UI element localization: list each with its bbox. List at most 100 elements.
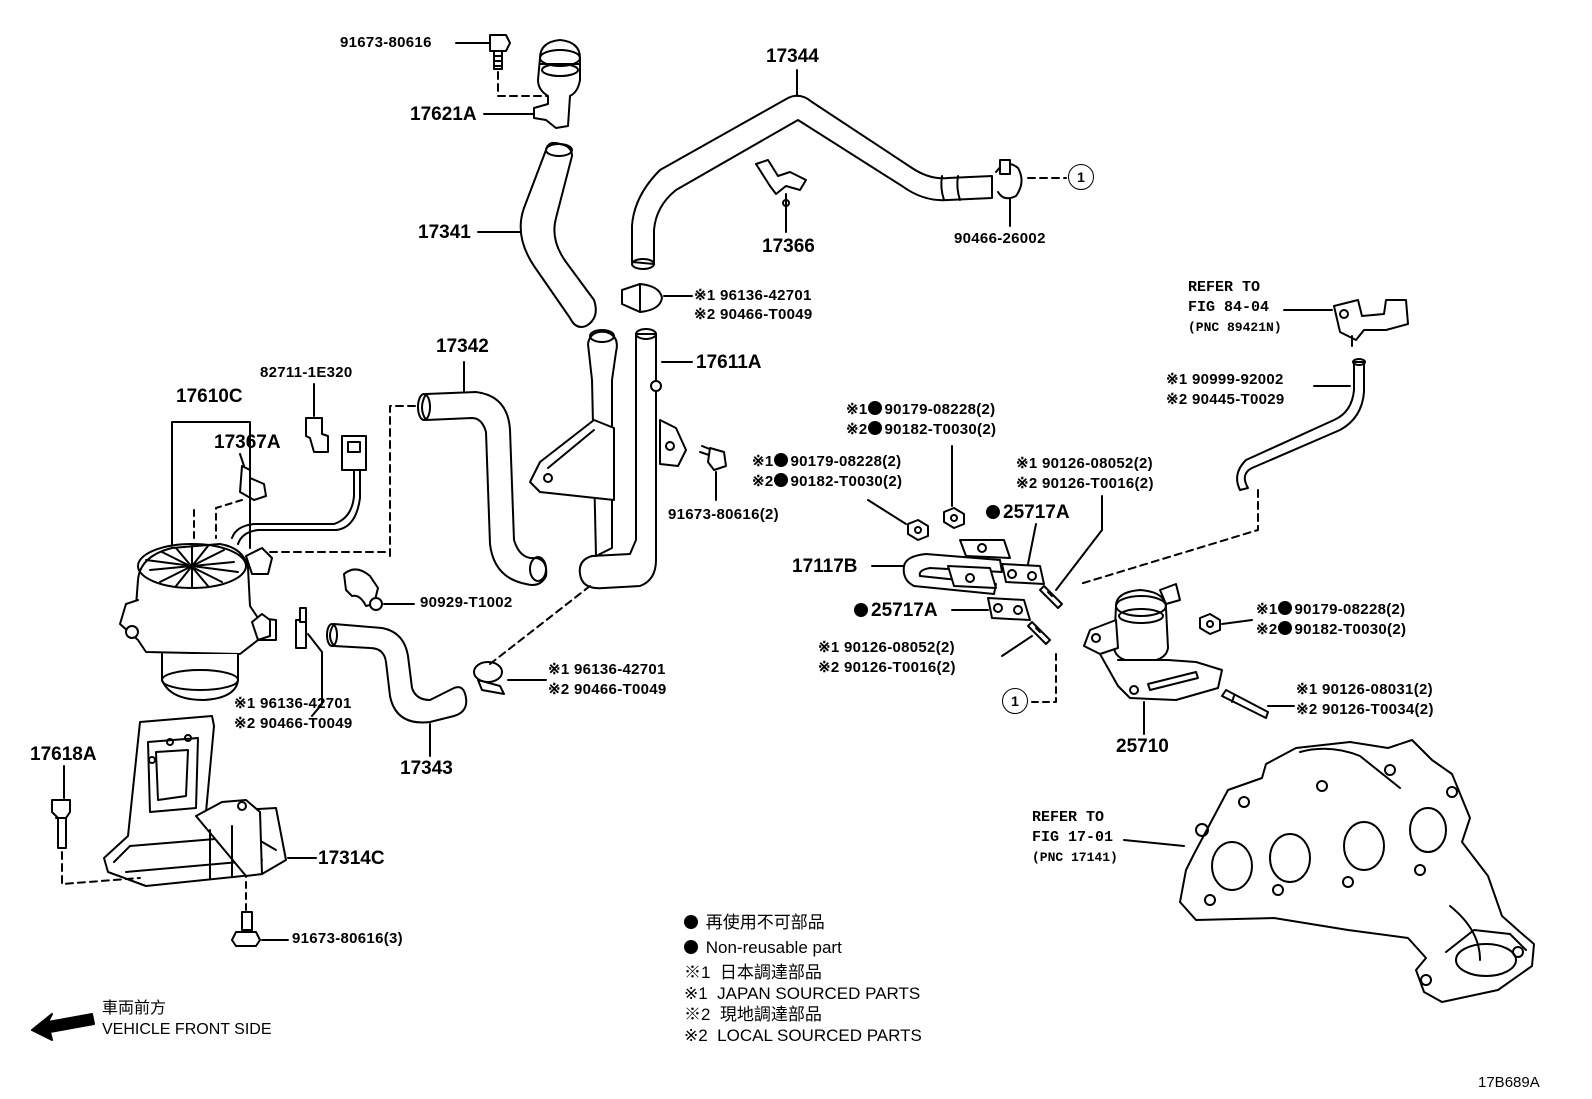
figure-code: 17B689A [1478,1074,1540,1091]
legend-japan-en: JAPAN SOURCED PARTS [717,984,921,1003]
non-reusable-dot-icon [1277,601,1292,615]
label-refer-fig-17: REFER TO FIG 17-01 (PNC 17141) [1032,808,1118,868]
leader-refer-17 [1123,839,1185,847]
leader-clamp-left [307,633,323,717]
leader-stud-b [1001,635,1033,657]
label-refer-fig-84: REFER TO FIG 84-04 (PNC 89421N) [1188,278,1282,338]
hose-17341-drawing [519,141,597,328]
legend: 再使用不可部品 Non-reusable part ※1 日本調達部品 ※1 J… [684,912,922,1046]
vehicle-front-jp: 車両前方 [102,1000,167,1017]
label-17610C: 17610C [176,386,243,407]
vehicle-front-en: VEHICLE FRONT SIDE [102,1021,272,1038]
label-stud-group-b: ※1 90126-08052(2) ※2 90126-T0016(2) [818,638,956,678]
vsv-sensor-drawing [1333,299,1409,347]
vehicle-front-arrow-drawing [31,1013,95,1041]
label-nut-c-mark1: ※1 [1256,601,1278,618]
label-nut-c-part2: 90182-T0030(2) [1294,621,1407,638]
label-refer-84-line3: (PNC 89421N) [1188,320,1282,335]
nut-a-drawing [907,519,929,541]
non-reusable-dot-icon [986,505,1000,519]
bracket-17314C-drawing [103,715,287,887]
label-hose-v-line1: ※1 90999-92002 [1166,371,1284,388]
legend-local-mark: ※2 [684,1005,711,1024]
label-90929-T1002: 90929-T1002 [420,594,513,611]
pipe-17611A-drawing [529,328,687,590]
label-refer-84-line1: REFER TO [1188,279,1261,296]
label-17343: 17343 [400,758,453,779]
label-clamp-left: ※1 96136-42701 ※2 90466-T0049 [234,694,353,734]
part-17621A-drawing [533,39,581,129]
label-25717A-top: 25717A [986,502,1070,524]
leader-bolt-top [497,71,549,97]
legend-local-en: LOCAL SOURCED PARTS [717,1026,922,1045]
leader-25717A-top [1027,523,1037,565]
label-hose-v-line2: ※2 90445-T0029 [1166,391,1285,408]
non-reusable-dot-icon [773,473,788,487]
leader-stud-a-2 [1055,529,1103,591]
label-nut-c-mark2: ※2 [1256,621,1278,638]
leader-valve-hose-dashed [1079,489,1259,585]
label-17611A: 17611A [696,352,762,373]
gasket-25717A-low-drawing [987,597,1031,621]
gasket-25717A-top-drawing [1001,563,1045,585]
connector-82711-drawing [305,417,329,453]
label-17621A: 17621A [410,104,477,125]
label-stud-c-line2: ※2 90126-T0034(2) [1296,701,1434,718]
leader-nut-c [1221,619,1253,625]
label-stud-c-line1: ※1 90126-08031(2) [1296,681,1433,698]
legend-japan-mark-2: ※1 [684,984,708,1003]
label-stud-a-line1: ※1 90126-08052(2) [1016,455,1153,472]
legend-japan-jp: 日本調達部品 [719,963,822,982]
label-stud-b-line1: ※1 90126-08052(2) [818,639,955,656]
label-nut-c-part1: 90179-08228(2) [1294,601,1406,618]
label-90466-26002: 90466-26002 [954,230,1046,247]
reference-circle-1-low: 1 [1002,688,1028,714]
label-nut-b-mark2: ※2 [752,473,774,490]
label-clamp-low-line1: ※1 96136-42701 [548,661,666,678]
label-clamp-left-line1: ※1 96136-42701 [234,695,352,712]
leader-17618A-dashed [61,851,141,885]
label-25717A-low: 25717A [854,600,938,622]
leader-nut-a [867,499,907,525]
label-17618A: 17618A [30,744,97,765]
sensor-small-drawing [295,607,307,649]
clamp-90466-26002-drawing [995,159,1023,200]
label-clamp-low: ※1 96136-42701 ※2 90466-T0049 [548,660,667,700]
reference-circle-1-top: 1 [1068,164,1094,190]
label-91673-80616-top: 91673-80616 [340,34,432,51]
clip-17366-drawing [755,159,807,211]
label-nut-group-c: ※1 90179-08228(2) ※2 90182-T0030(2) [1256,600,1406,640]
label-nut-b-part1: 90179-08228(2) [790,453,902,470]
legend-local-mark-2: ※2 [684,1026,708,1045]
vacuum-hose-drawing [1236,358,1366,491]
legend-local-jp: 現地調達部品 [719,1005,822,1024]
label-25717A-top-text: 25717A [1003,502,1070,523]
nut-b-drawing [943,507,965,529]
legend-nonreuse-en: Non-reusable part [705,938,842,957]
legend-nonreuse-jp: 再使用不可部品 [705,913,825,932]
label-stud-group-c: ※1 90126-08031(2) ※2 90126-T0034(2) [1296,680,1434,720]
pipe-17117B-drawing [902,539,1011,595]
label-nut-b-part2: 90182-T0030(2) [790,473,903,490]
wire-harness-drawing [231,435,367,545]
clamp-mid-drawing [621,283,663,313]
label-82711-1E320: 82711-1E320 [260,364,353,381]
non-reusable-dot-icon [854,603,868,617]
leader-ref1-low [1031,649,1057,703]
non-reusable-dot-icon [1277,621,1292,635]
clamp-low-drawing [473,661,505,695]
label-17117B: 17117B [792,556,858,577]
clamp-90929-drawing [343,568,383,611]
label-nut-a-part1: 90179-08228(2) [884,401,996,418]
vehicle-front-label: 車両前方 VEHICLE FRONT SIDE [102,998,272,1040]
label-clamp-low-line2: ※2 90466-T0049 [548,681,667,698]
label-stud-b-line2: ※2 90126-T0016(2) [818,659,956,676]
hose-17344-drawing [631,94,993,270]
bolt-17618A-drawing [51,799,71,849]
label-refer-17-line2: FIG 17-01 [1032,829,1114,846]
bolt-3-drawing [231,911,261,947]
label-stud-a-line2: ※2 90126-T0016(2) [1016,475,1154,492]
label-17342: 17342 [436,336,489,357]
label-clamp-mid-line1: ※1 96136-42701 [694,287,812,304]
